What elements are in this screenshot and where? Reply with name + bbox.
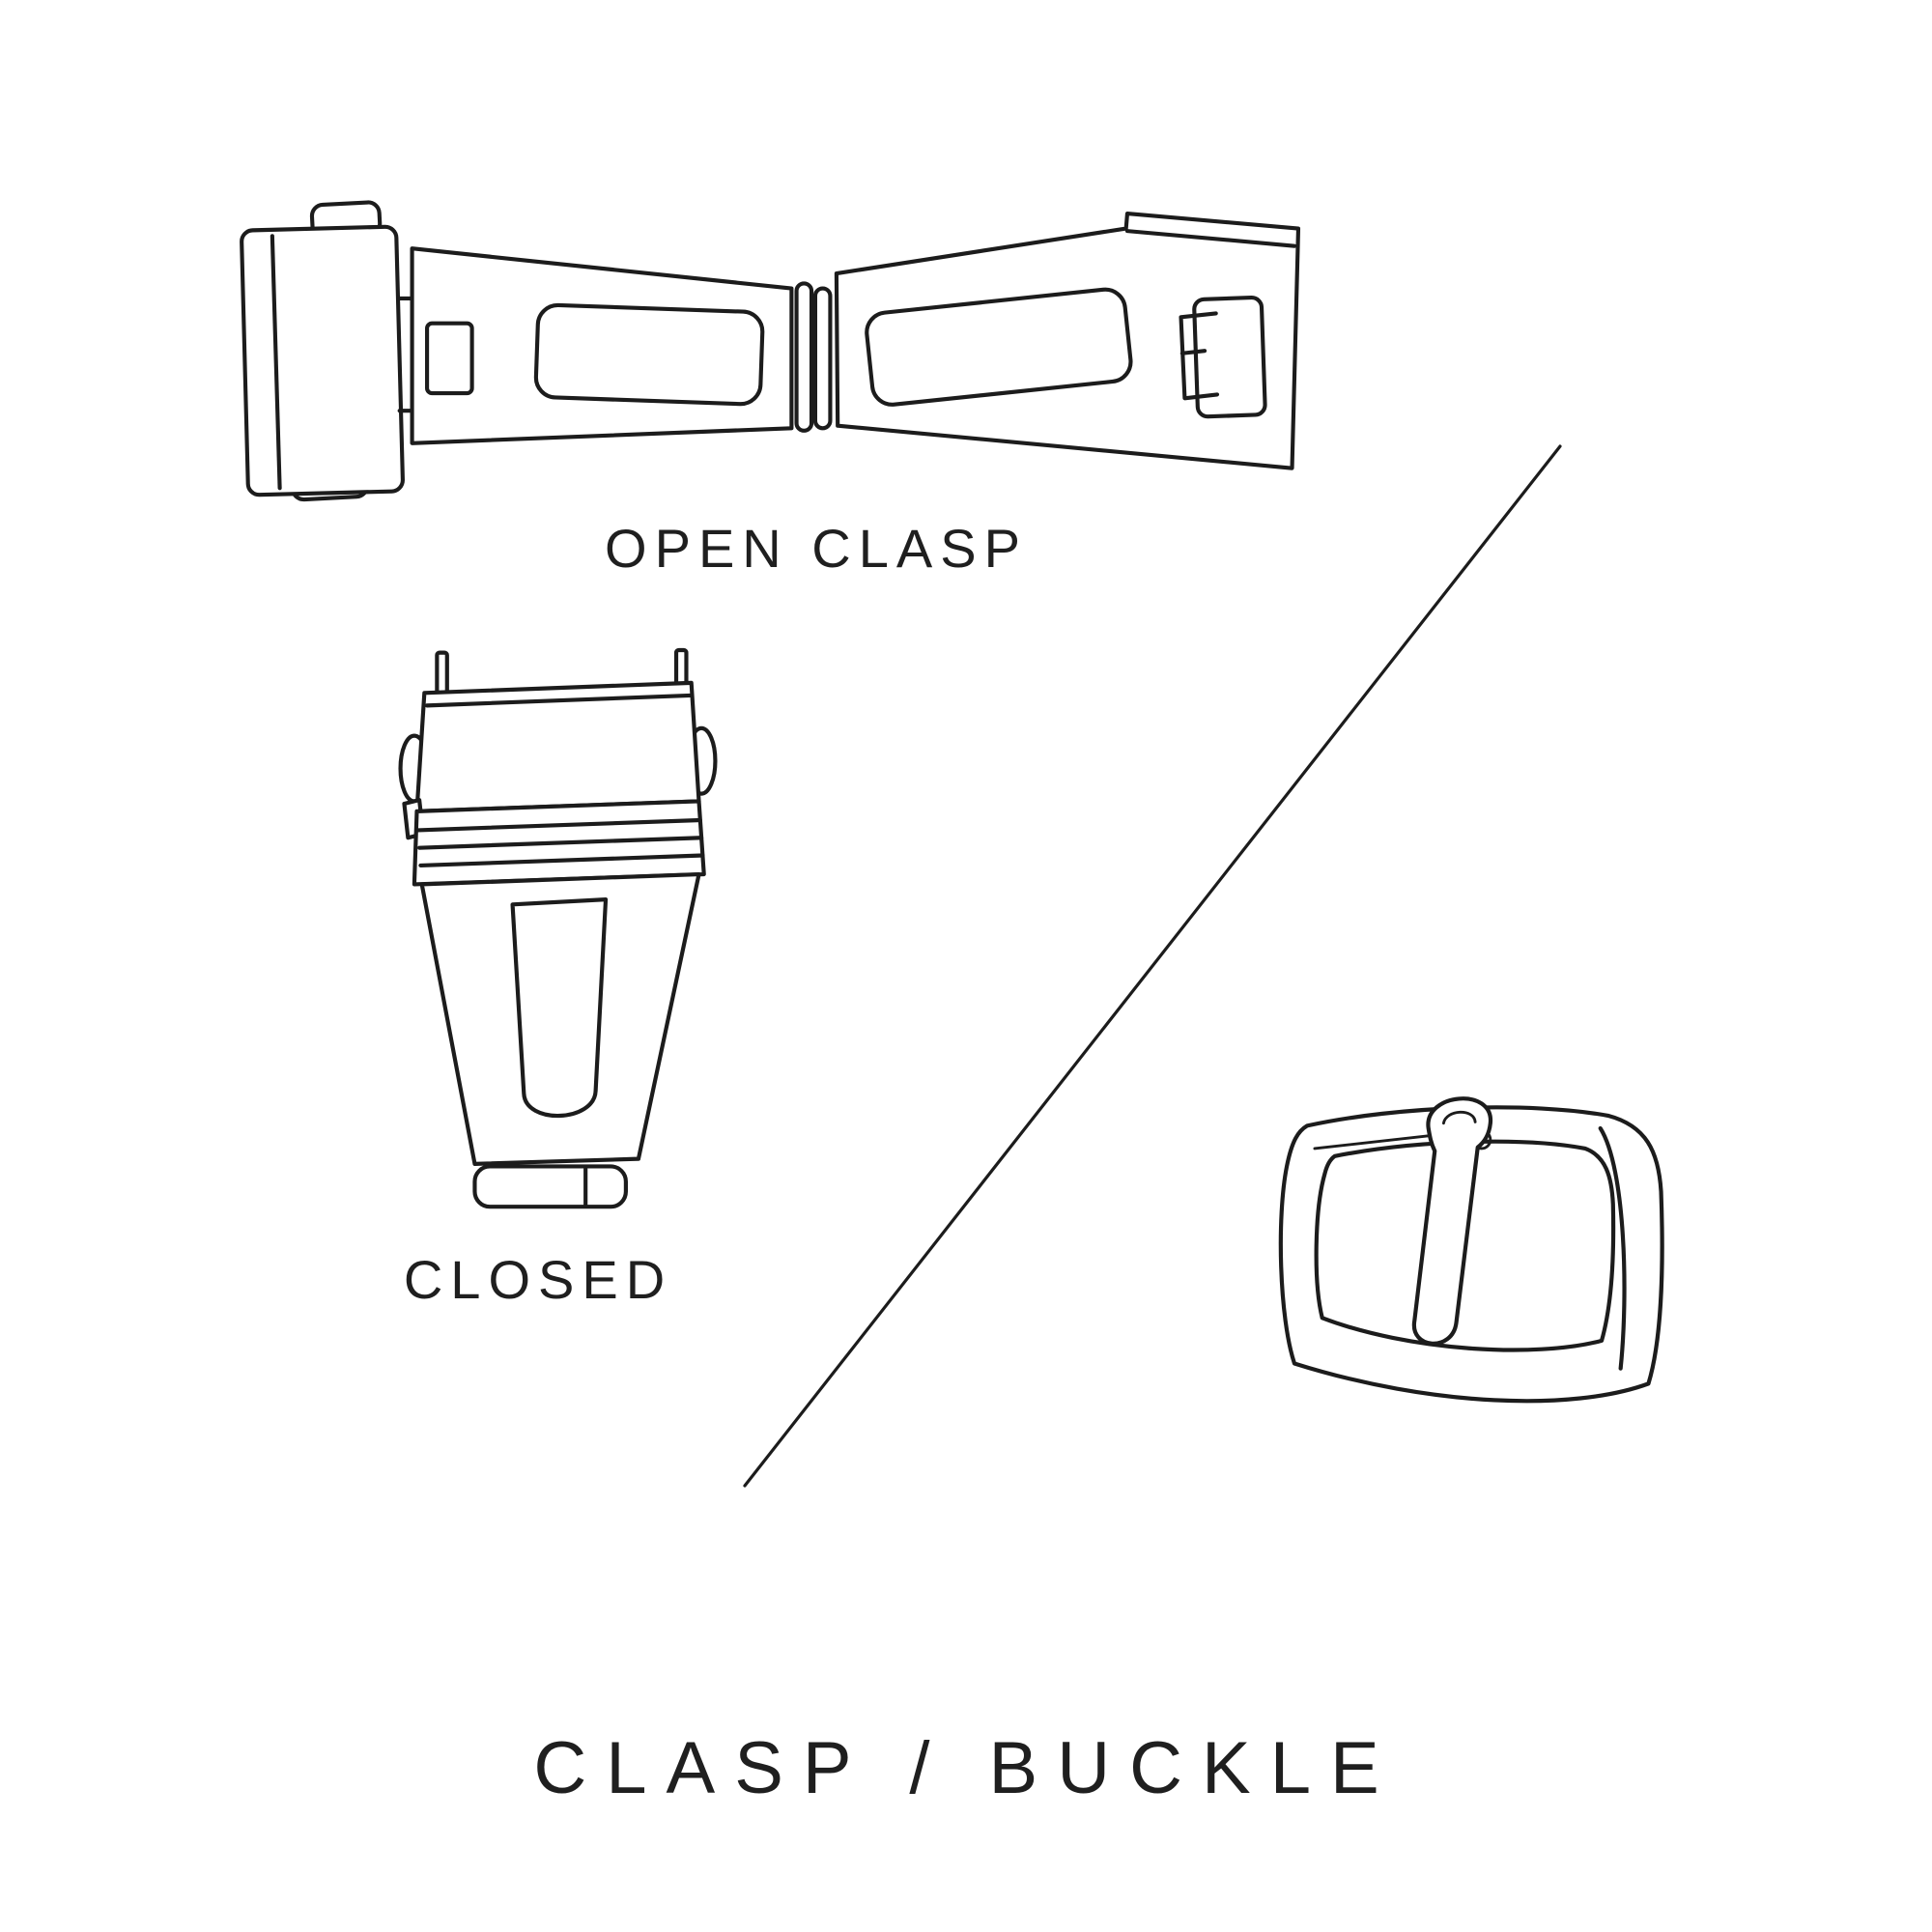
right-latch-hook — [1179, 311, 1220, 401]
cover-edge-line — [424, 693, 693, 708]
right-arm-inner — [865, 287, 1133, 407]
buckle-drawing — [1278, 1096, 1664, 1404]
buckle-tang — [1411, 1096, 1492, 1346]
body-inner-outline — [510, 897, 609, 1119]
closed-clasp-icon — [398, 647, 718, 1209]
hinge-bar-2 — [812, 286, 833, 431]
bottom-bar — [472, 1164, 628, 1209]
left-arm — [410, 246, 794, 445]
buckle-frame-inner — [1314, 1139, 1616, 1352]
buckle-frame-outer — [1278, 1105, 1664, 1404]
right-arm — [834, 211, 1301, 470]
open-clasp-drawing — [240, 200, 1301, 502]
left-arm-inner — [533, 302, 765, 407]
clasp-body — [419, 871, 701, 1166]
right-arm-top-bar — [1124, 229, 1297, 248]
band-fold-line — [270, 234, 282, 491]
buckle-right-band-line — [1598, 1125, 1627, 1371]
right-latch-plate — [1192, 296, 1267, 419]
prong-left — [435, 650, 449, 698]
divider-line — [743, 444, 1562, 1488]
band-line-2 — [417, 836, 704, 850]
open-clasp-icon — [240, 200, 1301, 502]
buckle-pin — [1313, 1134, 1431, 1151]
band-line-3 — [418, 853, 705, 867]
band-outer — [240, 224, 405, 497]
buckle-icon — [1278, 1096, 1664, 1404]
open-clasp-label: OPEN CLASP — [605, 518, 1028, 579]
hinge-bar-1 — [794, 281, 814, 433]
band-line-1 — [415, 817, 702, 833]
left-latch-hole — [425, 321, 474, 396]
closed-clasp-drawing — [398, 647, 718, 1209]
tang-loop-inner — [1441, 1110, 1477, 1125]
page-title: CLASP / BUCKLE — [533, 1727, 1399, 1809]
closed-label: CLOSED — [403, 1249, 673, 1310]
